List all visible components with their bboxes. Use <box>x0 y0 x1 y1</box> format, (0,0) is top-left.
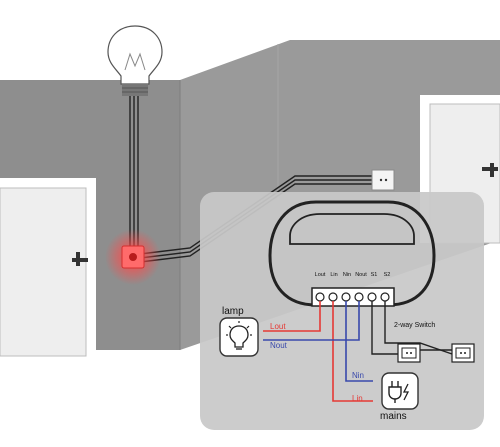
nout-label: Nout <box>270 341 288 350</box>
terminal-label-lin: Lin <box>330 272 337 278</box>
junction-box-icon <box>105 229 161 285</box>
wall-switch-icon <box>397 343 421 363</box>
lout-label: Lout <box>270 322 286 331</box>
mains-label: mains <box>380 411 407 422</box>
lin-wire <box>332 301 373 402</box>
neutral-wires <box>263 301 373 382</box>
terminal-label-s2: S2 <box>384 272 391 278</box>
nin-wire <box>345 301 373 382</box>
terminal-label-s1: S1 <box>371 272 378 278</box>
terminal-screws <box>315 292 390 302</box>
diagram-labels: lamp Lout Nout Nin Lin mains 2-way Switc… <box>222 306 435 422</box>
door-icon <box>0 178 96 357</box>
switch-label: 2-way Switch <box>394 322 435 329</box>
terminal-label-nout: Nout <box>355 272 367 278</box>
lamp-label: lamp <box>222 306 244 317</box>
mains-plug-icon <box>381 372 419 410</box>
nin-label: Nin <box>352 371 364 380</box>
live-wires <box>263 301 373 402</box>
lin-label: Lin <box>352 394 363 403</box>
lout-wire <box>263 301 321 332</box>
lamp-icon <box>219 317 259 357</box>
wall-switch-icon <box>371 169 395 191</box>
terminal-label-nin: Nin <box>343 272 351 278</box>
switch-terminal-wires <box>371 301 453 355</box>
wall-switch-icon <box>451 343 475 363</box>
ceiling-wires <box>129 96 139 250</box>
terminal-label-lout: Lout <box>315 272 326 278</box>
light-bulb-icon <box>107 25 163 96</box>
nout-wire <box>263 301 360 341</box>
terminal-labels: Lout Lin Nin Nout S1 S2 <box>315 272 391 278</box>
